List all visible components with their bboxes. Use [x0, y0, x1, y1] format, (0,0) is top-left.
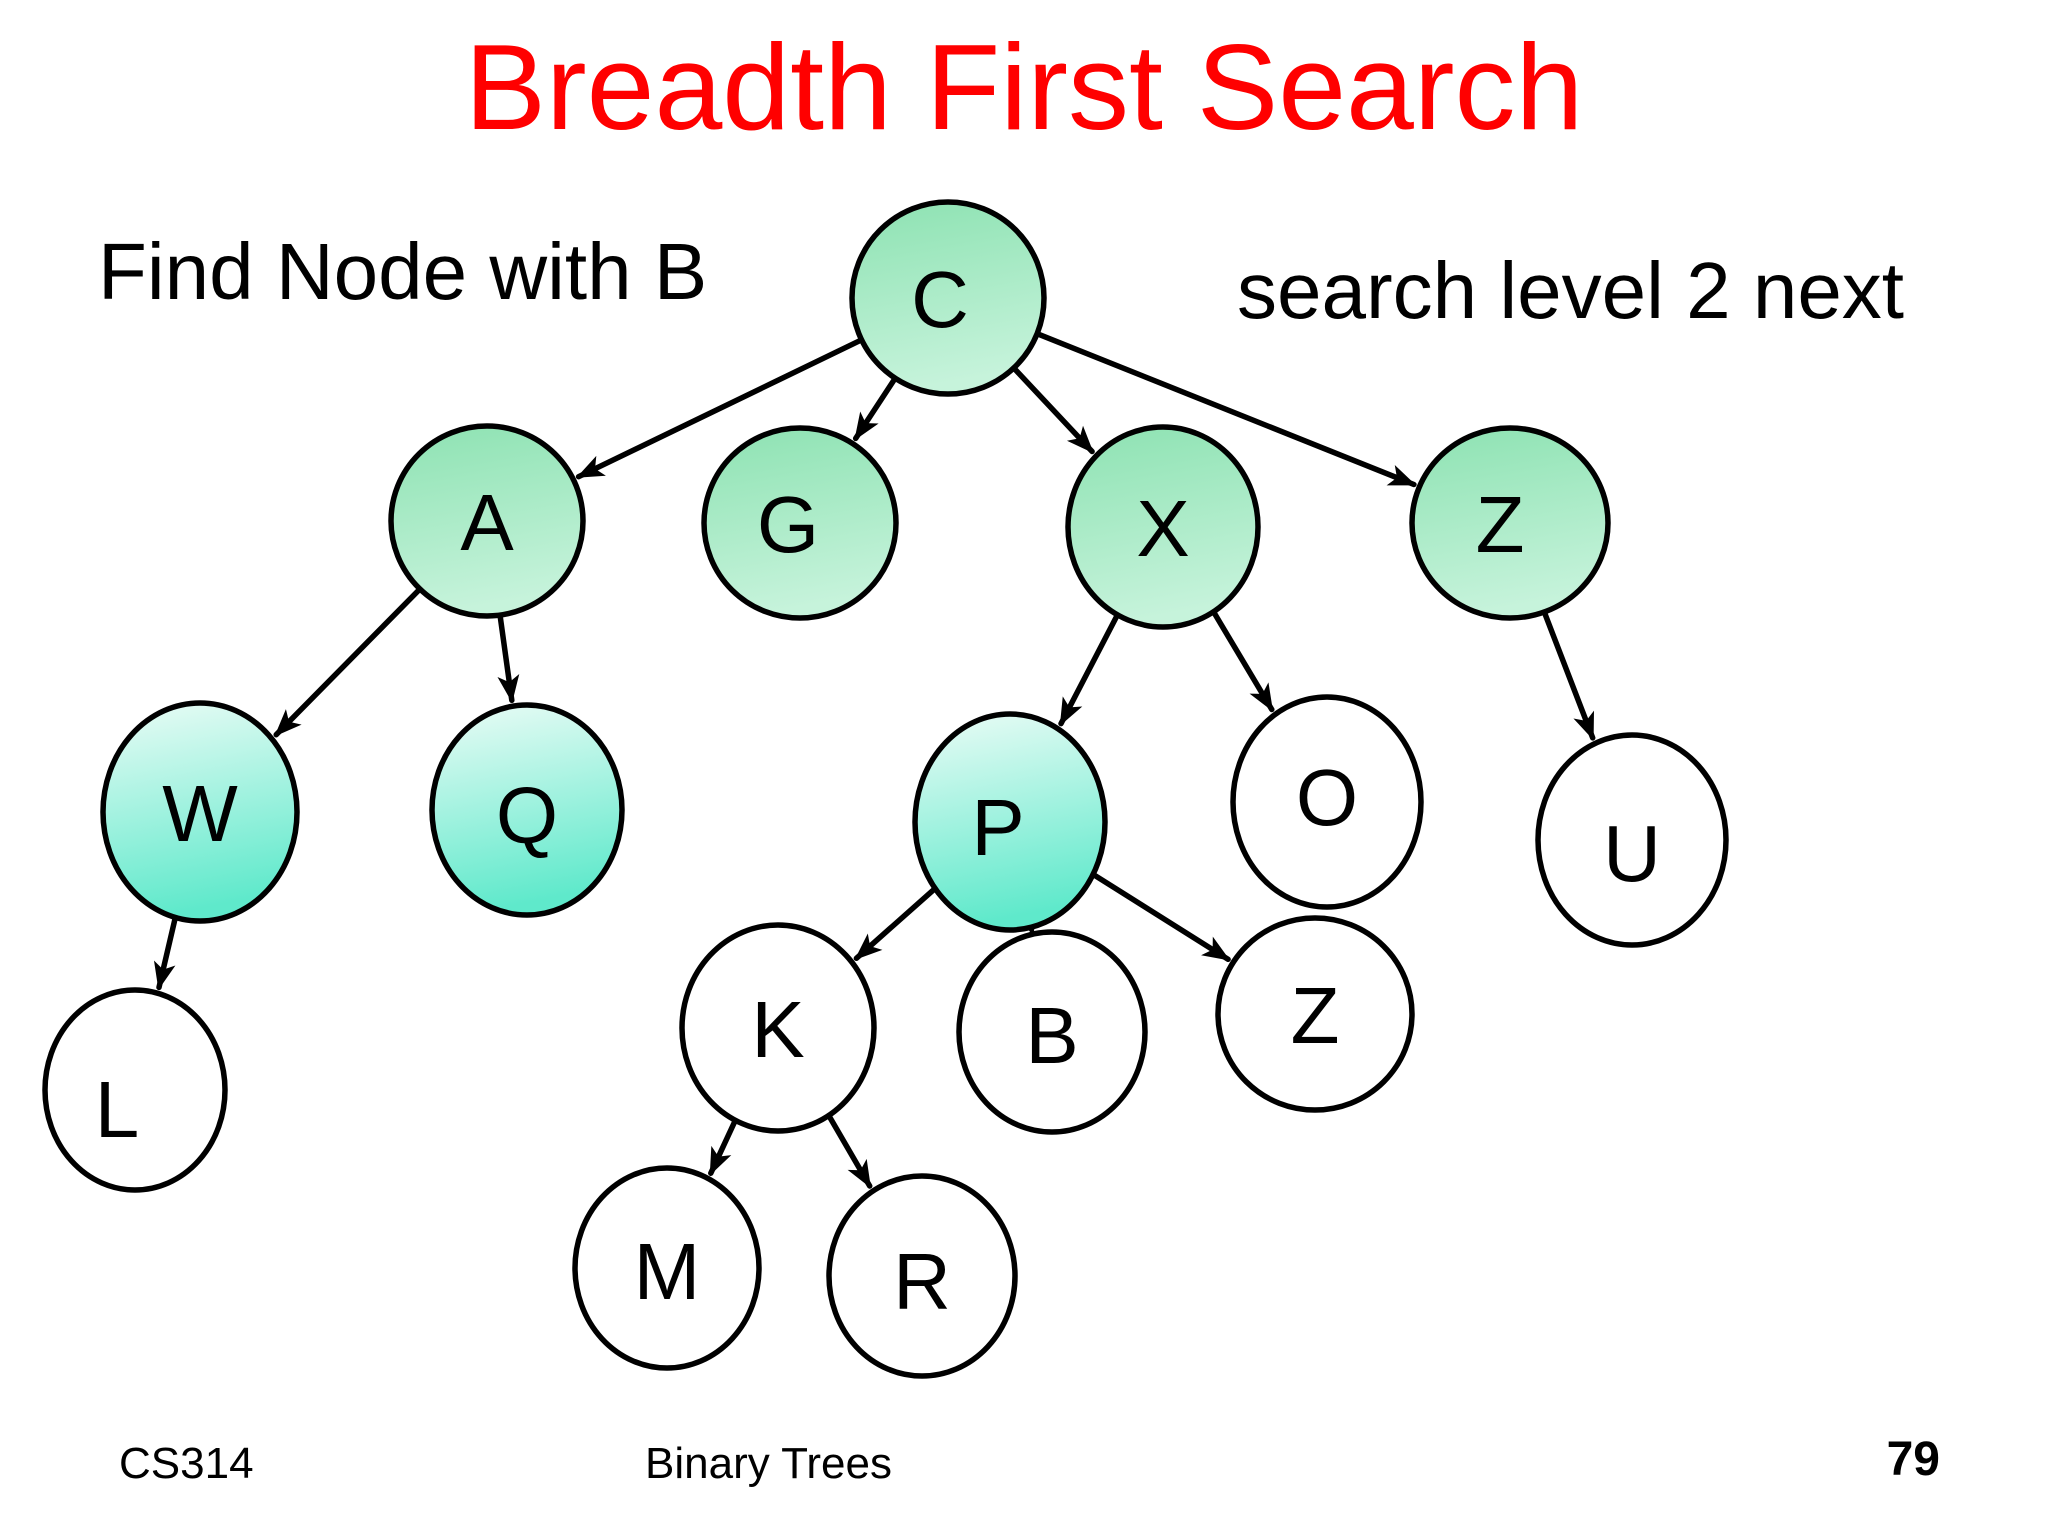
slide-title: Breadth First Search [464, 19, 1584, 155]
tree-node-A: A [388, 423, 586, 619]
tree-node-O: O [1230, 694, 1424, 910]
node-M-label: M [634, 1227, 701, 1316]
node-M-circle [572, 1165, 762, 1371]
node-C-circle [849, 199, 1047, 397]
edge-C-Z1 [1036, 331, 1417, 488]
node-C-label: C [911, 255, 969, 344]
tree-node-C: C [849, 199, 1047, 397]
node-A-circle [388, 423, 586, 619]
node-X-circle [1065, 424, 1261, 630]
left-annotation: Find Node with B [98, 227, 708, 316]
node-O-label: O [1296, 753, 1358, 842]
node-K-label: K [751, 985, 804, 1074]
node-Z2-circle [1215, 915, 1415, 1113]
edge-K-R [827, 1114, 873, 1189]
footer-page-number: 79 [1886, 1433, 1940, 1486]
node-R-label: R [893, 1237, 951, 1326]
tree-node-P: P [912, 711, 1108, 933]
node-Q-circle [429, 702, 625, 918]
node-U-label: U [1603, 809, 1661, 898]
tree-node-K: K [679, 922, 877, 1134]
node-L-circle [42, 987, 228, 1193]
node-Z1-circle [1409, 425, 1611, 621]
node-G-label: G [757, 480, 819, 569]
edge-P-K [853, 887, 937, 962]
node-R-circle [826, 1173, 1018, 1379]
node-Q-label: Q [496, 771, 558, 860]
node-X-label: X [1136, 484, 1189, 573]
right-annotation: search level 2 next [1237, 246, 1905, 335]
edge-P-Z2 [1092, 872, 1231, 963]
node-W-circle [100, 700, 300, 924]
tree-node-R: R [826, 1173, 1018, 1379]
tree-node-G: G [701, 425, 899, 621]
tree-node-Z1: Z [1409, 425, 1611, 621]
footer-section-label: Binary Trees [645, 1439, 892, 1488]
edge-W-L [153, 916, 178, 991]
tree-node-L: L [42, 987, 228, 1193]
node-P-circle [912, 711, 1108, 933]
node-Z1-label: Z [1476, 480, 1525, 569]
node-P-label: P [971, 783, 1024, 872]
edge-X-P [1058, 613, 1120, 727]
tree-node-Z2: Z [1215, 915, 1415, 1113]
node-O-circle [1230, 694, 1424, 910]
edge-A-W [273, 587, 422, 738]
edge-K-M [708, 1119, 738, 1176]
node-B-circle [956, 929, 1148, 1135]
edge-A-Q [497, 614, 520, 704]
edge-C-G [852, 377, 897, 442]
edge-C-X [1012, 366, 1095, 455]
tree-node-U: U [1535, 732, 1729, 948]
node-K-circle [679, 922, 877, 1134]
tree-node-M: M [572, 1165, 762, 1371]
tree-node-W: W [100, 700, 300, 924]
tree-node-Q: Q [429, 702, 625, 918]
node-Z2-label: Z [1291, 971, 1340, 1060]
node-U-circle [1535, 732, 1729, 948]
node-B-label: B [1025, 991, 1078, 1080]
tree-node-B: B [956, 929, 1148, 1135]
node-W-label: W [162, 769, 238, 858]
tree-node-X: X [1065, 424, 1261, 630]
edge-X-O [1211, 610, 1275, 713]
edge-C-A [575, 337, 863, 480]
footer-course-label: CS314 [119, 1439, 254, 1488]
node-L-label: L [95, 1065, 140, 1154]
node-G-circle [701, 425, 899, 621]
edge-Z1-U [1542, 611, 1596, 741]
node-A-label: A [460, 478, 514, 567]
